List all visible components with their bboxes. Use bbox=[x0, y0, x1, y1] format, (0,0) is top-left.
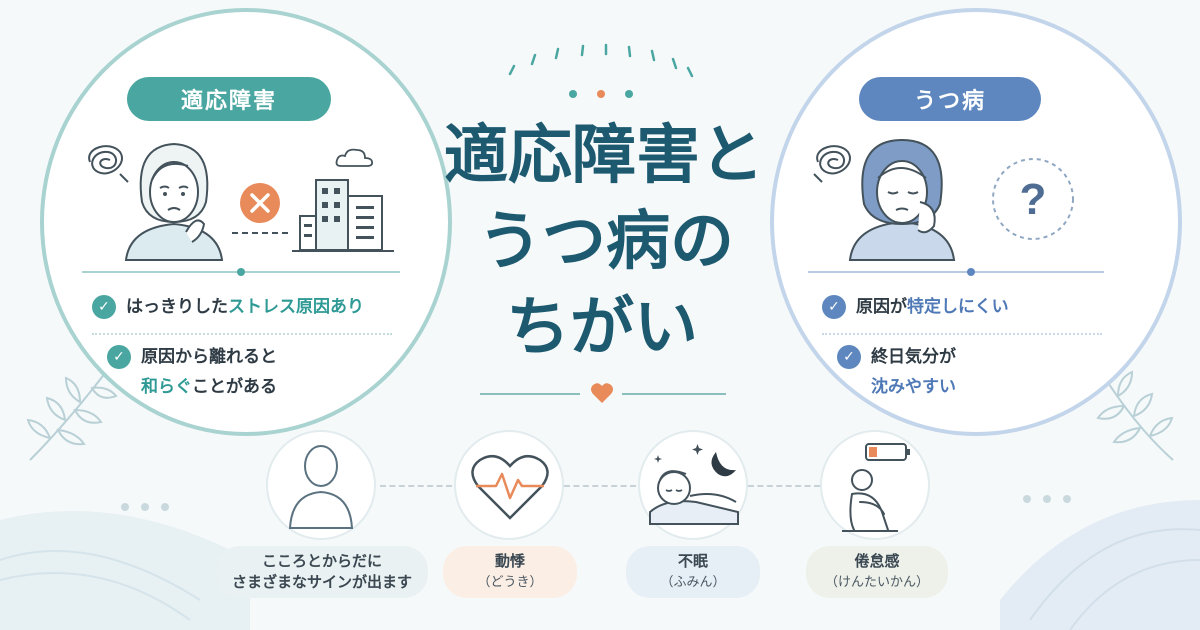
fatigue-icon bbox=[842, 443, 910, 532]
symptom-subtitle: （どうき） bbox=[477, 575, 543, 590]
connector-2 bbox=[564, 485, 636, 487]
adjustment-disorder-label: 適応障害 bbox=[127, 77, 331, 121]
title-line-1: 適応障害と bbox=[444, 124, 764, 188]
connector-1 bbox=[380, 485, 452, 487]
check-icon: ✓ bbox=[837, 345, 861, 369]
title-underline-right bbox=[622, 393, 726, 395]
symptom-title: 倦怠感 bbox=[854, 552, 900, 570]
sad-person-icon bbox=[848, 138, 956, 261]
symptom-label-fatigue: 倦怠感 （けんたいかん） bbox=[806, 546, 948, 598]
title-line-1-text: 適応障害と bbox=[444, 119, 764, 193]
right-bullet-separator bbox=[822, 333, 1102, 335]
heart-icon bbox=[591, 383, 613, 403]
question-mark-icon: ? bbox=[992, 158, 1074, 240]
sleepless-icon bbox=[649, 444, 739, 525]
bullet-text: 終日気分が bbox=[871, 347, 956, 367]
symptom-label-signs: こころとからだに さまざまなサインが出ます bbox=[216, 546, 428, 598]
bullet-text: はっきりした bbox=[126, 297, 228, 317]
building-icon bbox=[292, 179, 394, 252]
title-line-2-text: うつ病の bbox=[478, 205, 734, 279]
heartbeat-icon bbox=[471, 454, 549, 520]
decor-dots-right bbox=[1023, 495, 1071, 503]
symptom-label-palpitation: 動悸 （どうき） bbox=[443, 546, 577, 598]
bullet-highlight: 特定しにくい bbox=[907, 297, 1009, 317]
right-bullet-2: ✓ 終日気分が沈みやすい bbox=[837, 342, 956, 402]
adjustment-disorder-panel bbox=[40, 8, 452, 436]
title-line-3: ちがい bbox=[506, 296, 698, 360]
svg-text:?: ? bbox=[1020, 175, 1047, 224]
left-bullet-separator bbox=[92, 333, 392, 335]
symptom-label-insomnia: 不眠 （ふみん） bbox=[626, 546, 760, 598]
left-bullet-2: ✓ 原因から離れると和らぐことがある bbox=[107, 342, 277, 402]
bullet-highlight: 沈みやすい bbox=[871, 377, 956, 397]
sunburst-decoration bbox=[508, 43, 694, 98]
symptom-subtitle: さまざまなサインが出ます bbox=[231, 573, 412, 591]
check-icon: ✓ bbox=[107, 345, 131, 369]
depression-label: うつ病 bbox=[859, 77, 1041, 121]
right-bullet-1: ✓ 原因が特定しにくい bbox=[822, 292, 1009, 322]
cloud-icon bbox=[335, 148, 374, 167]
separator-dashed bbox=[232, 232, 288, 234]
check-icon: ✓ bbox=[92, 295, 116, 319]
person-silhouette-icon bbox=[288, 445, 354, 529]
title-line-2: うつ病の bbox=[478, 210, 734, 274]
symptom-title: 不眠 bbox=[677, 552, 708, 570]
right-panel-divider-dot bbox=[967, 268, 975, 276]
left-panel-divider-dot bbox=[237, 268, 245, 276]
symptom-title: こころとからだに bbox=[261, 552, 382, 570]
scribble-stress-icon bbox=[88, 145, 129, 183]
bullet-text-rest: ことがある bbox=[192, 377, 277, 397]
bullet-highlight: 和らぐ bbox=[141, 377, 192, 397]
title-underline-left bbox=[480, 393, 580, 395]
bullet-text: 原因から離れると bbox=[141, 347, 277, 367]
symptom-title: 動悸 bbox=[494, 552, 525, 570]
cross-icon bbox=[240, 183, 280, 223]
decor-dots-left bbox=[121, 503, 169, 511]
right-panel-divider bbox=[808, 271, 1104, 273]
symptom-subtitle: （ふみん） bbox=[660, 575, 726, 590]
bullet-highlight: ストレス原因あり bbox=[228, 297, 364, 317]
title-line-3-text: ちがい bbox=[506, 291, 698, 365]
connector-3 bbox=[748, 485, 820, 487]
left-bullet-1: ✓ はっきりしたストレス原因あり bbox=[92, 292, 364, 322]
depression-panel bbox=[770, 8, 1182, 436]
scribble-stress-icon bbox=[813, 145, 851, 183]
bullet-text: 原因が bbox=[856, 297, 907, 317]
worried-person-icon bbox=[124, 142, 224, 261]
symptom-subtitle: （けんたいかん） bbox=[824, 575, 929, 590]
check-icon: ✓ bbox=[822, 295, 846, 319]
